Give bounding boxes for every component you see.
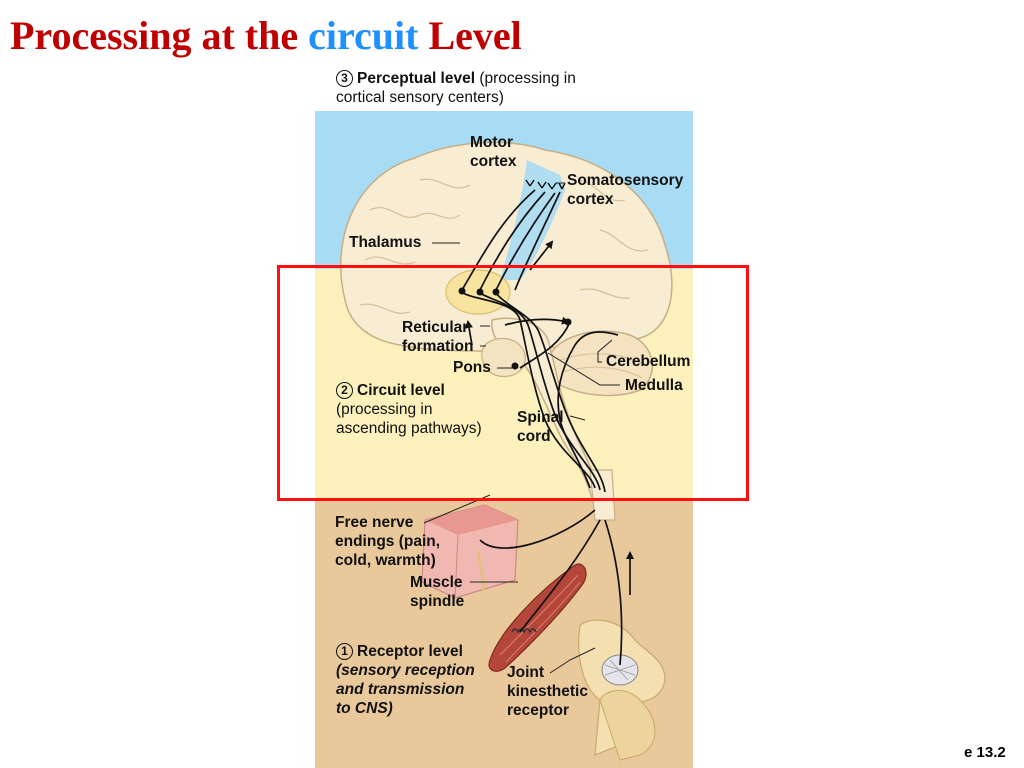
somatosensory-line1: Somatosensory [567,172,684,189]
joint-ligament-fibers [604,659,636,681]
spinal-cord-lower [589,469,616,521]
title-highlight: circuit [308,13,419,58]
pathway-cerebellar [557,331,619,489]
free-nerve-endings-label: Free nerve endings (pain, cold, warmth) [335,513,440,570]
muscle-spindle-coil [511,628,537,634]
circuit-level-head: Circuit level [357,382,445,399]
circuit-level-highlight-box [277,265,749,501]
motor-cortex-line2: cortex [470,153,517,170]
fiber-muscle [519,519,601,633]
pathway-cortex-3 [495,192,556,291]
receptor-level-desc1: (sensory reception [336,662,475,679]
receptor-level-desc3: to CNS) [336,700,393,717]
pathway-1 [461,291,596,489]
ascending-pathways [461,189,623,666]
brain-shape [340,141,673,353]
pathway-cortex-2 [479,191,546,291]
cortex-terminals [525,179,566,190]
pathway-2 [479,292,601,491]
skin-edge [454,534,459,599]
spinal-cord-label: Spinal cord [517,408,564,446]
pons-label: Pons [453,359,491,376]
joint-receptor-line2: kinesthetic [507,683,588,700]
spinal-cord-line1: Spinal [517,409,564,426]
pathway-cortex-4 [514,191,561,291]
free-nerve-line2: endings (pain, [335,533,441,550]
thalamus-label: Thalamus [349,234,422,251]
cerebellum-label: Cerebellum [606,353,691,370]
perceptual-level-desc1: (processing in [479,70,576,87]
joint-bone-lower [599,690,656,761]
pathway-3 [495,292,606,493]
receptor-level-head: Receptor level [357,643,463,660]
joint-receptor-line3: receptor [507,702,570,719]
joint-receptor-line1: Joint [507,664,545,681]
free-nerve-line1: Free nerve [335,514,414,531]
pathway-cortex-1 [461,189,536,291]
circuit-level-number: 2 [336,382,353,399]
thalamic-synapses [458,287,572,370]
joint-receptor-label: Joint kinesthetic receptor [507,663,588,720]
muscle-spindle-line2: spindle [410,593,465,610]
receptor-level-number: 1 [336,643,353,660]
pathway-reticular [504,316,570,326]
free-nerve-line3: cold, warmth) [335,552,436,569]
perceptual-level-head: Perceptual level [357,70,476,87]
circuit-level-desc2: ascending pathways) [336,420,482,437]
muscle-spindle-label: Muscle spindle [410,573,464,611]
circuit-level-desc1: (processing in [336,401,433,418]
muscle-spindle-line1: Muscle [410,574,463,591]
receptor-level-desc2: and transmission [336,681,465,698]
spinal-cord-line2: cord [517,428,551,445]
motor-cortex-line1: Motor [470,134,514,151]
somatosensory-cortex-label: Somatosensory cortex [567,171,683,209]
title-part1: Processing at the [10,13,299,58]
somatosensory-cortex-region [500,160,565,280]
skin-hair-follicle [476,549,485,591]
skin-surface [425,505,518,535]
figure-id: e 13.2 [964,744,1006,761]
fiber-joint [604,519,623,666]
perceptual-level-desc2: cortical sensory centers) [336,89,504,106]
medulla-label: Medulla [625,377,683,394]
reticular-line1: Reticular [402,319,469,336]
somatosensory-line2: cortex [567,191,614,208]
fiber-skin [479,509,596,549]
reticular-formation-label: Reticular formation [402,318,473,356]
brain-gyri [359,178,649,314]
perceptual-level-number: 3 [336,70,353,87]
slide-title: Processing at the circuit Level [10,12,522,60]
motor-cortex-label: Motor cortex [470,133,517,171]
pathway-pons [519,321,571,369]
arrow-reticular [465,320,473,346]
title-part2: Level [428,13,522,58]
reticular-line2: formation [402,338,474,355]
muscle-fibers [499,574,581,663]
